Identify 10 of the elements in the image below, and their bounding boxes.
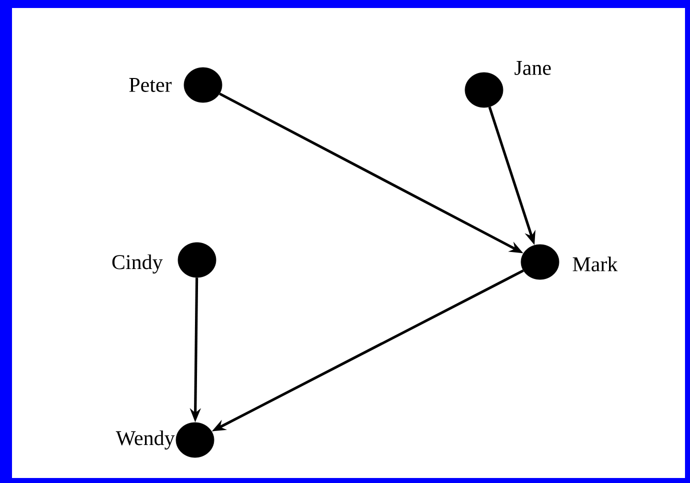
node-label: Jane bbox=[514, 61, 551, 75]
node-dot bbox=[520, 244, 560, 280]
node-label: Mark bbox=[572, 256, 618, 272]
node-dot bbox=[178, 242, 216, 278]
node-label: Peter bbox=[129, 78, 172, 92]
node-dot bbox=[464, 72, 504, 108]
node-dot bbox=[184, 67, 222, 103]
node-dot bbox=[176, 422, 214, 458]
node-label: Cindy bbox=[112, 254, 163, 274]
node-label: Wendy bbox=[116, 430, 175, 450]
